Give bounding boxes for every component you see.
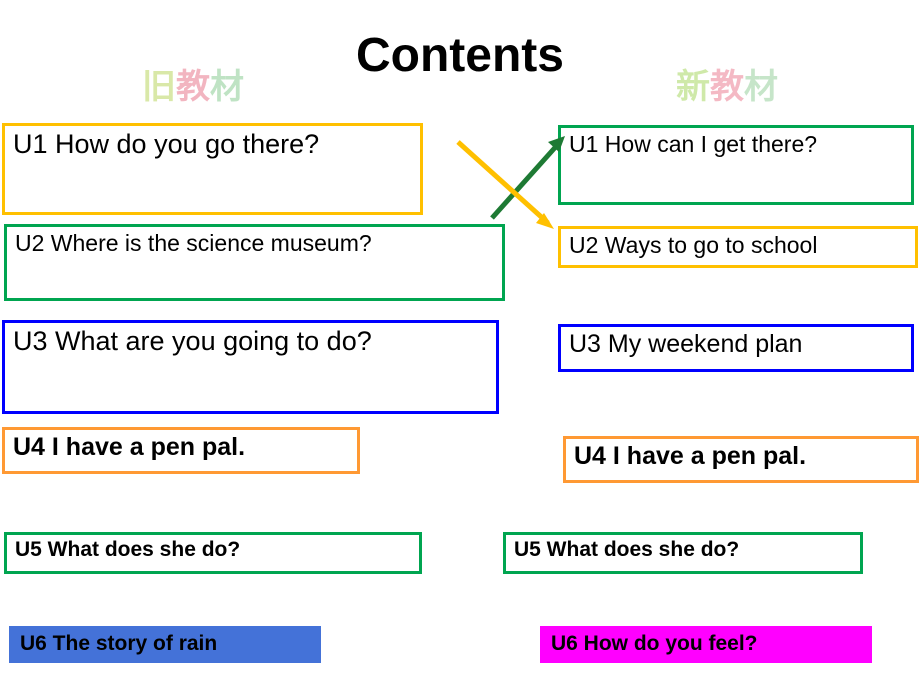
left-unit-box-1: U1 How do you go there?: [2, 123, 423, 215]
yellow-down-arrow: [456, 140, 554, 229]
left-unit-box-5: U5 What does she do?: [4, 532, 422, 574]
watermark-old-char-1: 旧: [142, 68, 176, 106]
right-unit-box-1: U1 How can I get there?: [558, 125, 914, 205]
watermark-old-textbook: 旧教材: [142, 70, 244, 104]
watermark-new-char-2: 教: [710, 68, 744, 106]
right-unit-box-4: U4 I have a pen pal.: [563, 436, 919, 483]
watermark-old-char-3: 材: [210, 68, 244, 106]
watermark-new-char-3: 材: [744, 68, 778, 106]
right-unit-label-5: U5 What does she do?: [514, 538, 740, 561]
left-unit-label-2: U2 Where is the science museum?: [15, 230, 372, 256]
left-unit-label-1: U1 How do you go there?: [13, 129, 320, 159]
left-unit-label-5: U5 What does she do?: [15, 538, 241, 561]
watermark-new-textbook: 新教材: [676, 70, 778, 104]
right-unit-label-2: U2 Ways to go to school: [569, 232, 818, 258]
left-unit-label-3: U3 What are you going to do?: [13, 326, 372, 356]
green-up-arrow: [490, 136, 565, 220]
arrow-group: [456, 136, 565, 229]
watermark-old-char-2: 教: [176, 68, 210, 106]
right-unit-label-3: U3 My weekend plan: [569, 330, 803, 358]
right-unit-box-3: U3 My weekend plan: [558, 324, 914, 372]
left-unit-label-4: U4 I have a pen pal.: [13, 433, 246, 461]
right-unit-box-5: U5 What does she do?: [503, 532, 863, 574]
left-unit-label-6: U6 The story of rain: [20, 632, 218, 655]
left-unit-box-6: U6 The story of rain: [9, 626, 321, 663]
right-unit-label-4: U4 I have a pen pal.: [574, 442, 807, 470]
watermark-new-char-1: 新: [676, 68, 710, 106]
left-unit-box-3: U3 What are you going to do?: [2, 320, 499, 414]
right-unit-box-2: U2 Ways to go to school: [558, 226, 918, 268]
left-unit-box-2: U2 Where is the science museum?: [4, 224, 505, 301]
page-title: Contents: [356, 29, 564, 82]
left-unit-box-4: U4 I have a pen pal.: [2, 427, 360, 474]
right-unit-box-6: U6 How do you feel?: [540, 626, 872, 663]
right-unit-label-1: U1 How can I get there?: [569, 131, 818, 157]
right-unit-label-6: U6 How do you feel?: [551, 632, 758, 655]
